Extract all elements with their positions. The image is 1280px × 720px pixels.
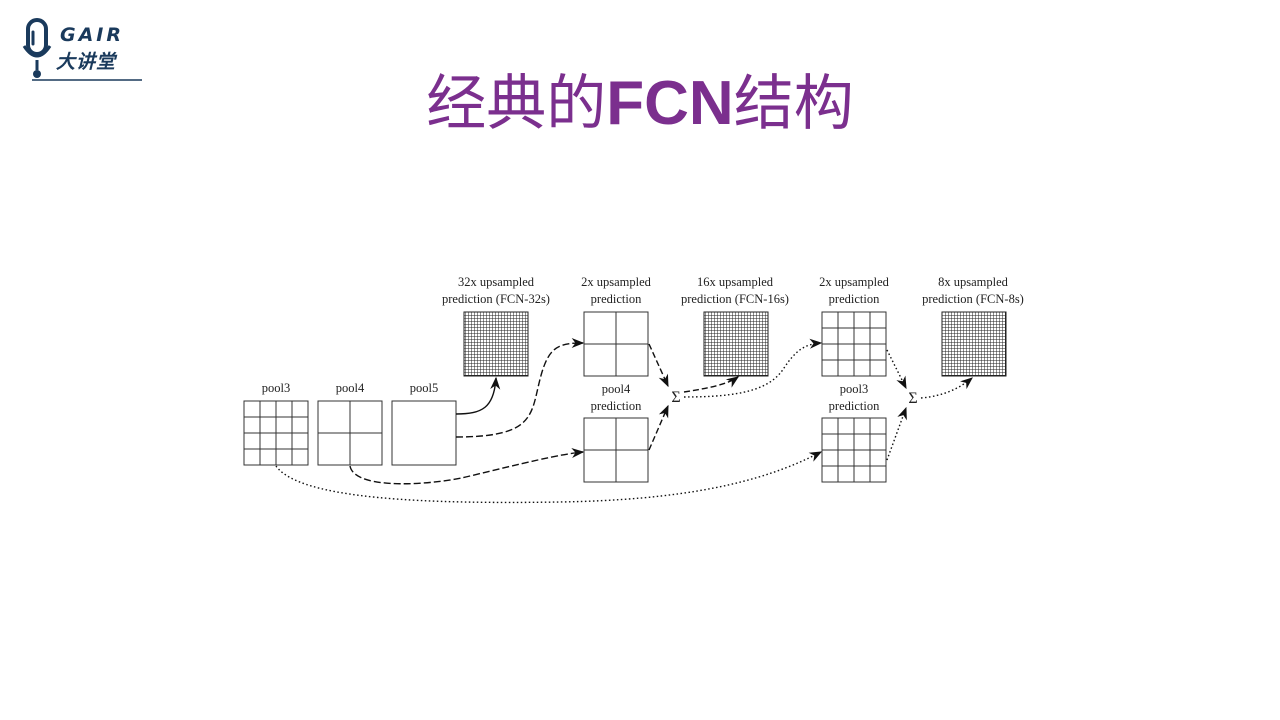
label-pool5: pool5 bbox=[410, 381, 438, 395]
label-32x-line1: 32x upsampled bbox=[458, 275, 535, 289]
arrow-sum-to-upsampled-2x-b bbox=[683, 338, 823, 398]
pool3-grid bbox=[243, 400, 309, 466]
upsampled-2x-a-grid bbox=[583, 311, 649, 377]
pool5-grid bbox=[391, 400, 457, 466]
arrow-pool5-to-upsampled-2x-a bbox=[455, 337, 585, 438]
arrow-sum-to-fcn8s bbox=[920, 377, 973, 399]
arrow-upsampled-2x-a-to-sum bbox=[648, 343, 669, 388]
title-part2: FCN bbox=[606, 69, 734, 138]
logo-brand-cn: 大讲堂 bbox=[56, 51, 117, 73]
label-2x-a-line1: 2x upsampled bbox=[581, 275, 652, 289]
label-pool3-pred-line1: pool3 bbox=[840, 382, 868, 396]
title-part1: 经典的 bbox=[426, 69, 607, 139]
label-pool4-pred-line2: prediction bbox=[591, 399, 642, 413]
arrow-pool3-prediction-to-sum bbox=[886, 406, 907, 461]
label-2x-a-line2: prediction bbox=[591, 292, 642, 306]
pool4-grid bbox=[317, 400, 383, 466]
label-pool4-pred-line1: pool4 bbox=[602, 382, 631, 396]
label-16x-line1: 16x upsampled bbox=[697, 275, 774, 289]
label-8x-line2: prediction (FCN-8s) bbox=[922, 292, 1024, 306]
page-title: 经典的FCN结构 bbox=[0, 66, 1280, 142]
arrow-sum-to-fcn16s bbox=[683, 376, 740, 393]
fcn16s-output-grid bbox=[703, 311, 769, 377]
upsampled-2x-b-grid bbox=[821, 311, 887, 377]
logo-brand-en: GAIR bbox=[60, 24, 124, 46]
title-part3: 结构 bbox=[733, 69, 854, 139]
label-pool3: pool3 bbox=[262, 381, 290, 395]
label-2x-b-line1: 2x upsampled bbox=[819, 275, 890, 289]
fcn32s-output-grid bbox=[463, 311, 529, 377]
label-2x-b-line2: prediction bbox=[829, 292, 880, 306]
fcn8s-output-grid bbox=[941, 311, 1007, 377]
gair-logo: GAIR 大讲堂 bbox=[22, 18, 147, 84]
arrow-upsampled-2x-b-to-sum bbox=[886, 349, 907, 390]
arrow-pool4-prediction-to-sum bbox=[648, 404, 669, 451]
label-32x-line2: prediction (FCN-32s) bbox=[442, 292, 550, 306]
label-8x-line1: 8x upsampled bbox=[938, 275, 1009, 289]
sum-symbol-1: Σ bbox=[671, 389, 680, 406]
microphone-icon bbox=[26, 18, 48, 56]
arrow-pool5-to-fcn32s bbox=[455, 376, 501, 415]
label-16x-line2: prediction (FCN-16s) bbox=[681, 292, 789, 306]
pool3-prediction-grid bbox=[821, 417, 887, 483]
label-pool3-pred-line2: prediction bbox=[829, 399, 880, 413]
label-pool4: pool4 bbox=[336, 381, 365, 395]
pool4-prediction-grid bbox=[583, 417, 649, 483]
sum-symbol-2: Σ bbox=[908, 390, 917, 407]
arrow-pool4-to-pool4-prediction bbox=[349, 447, 585, 485]
